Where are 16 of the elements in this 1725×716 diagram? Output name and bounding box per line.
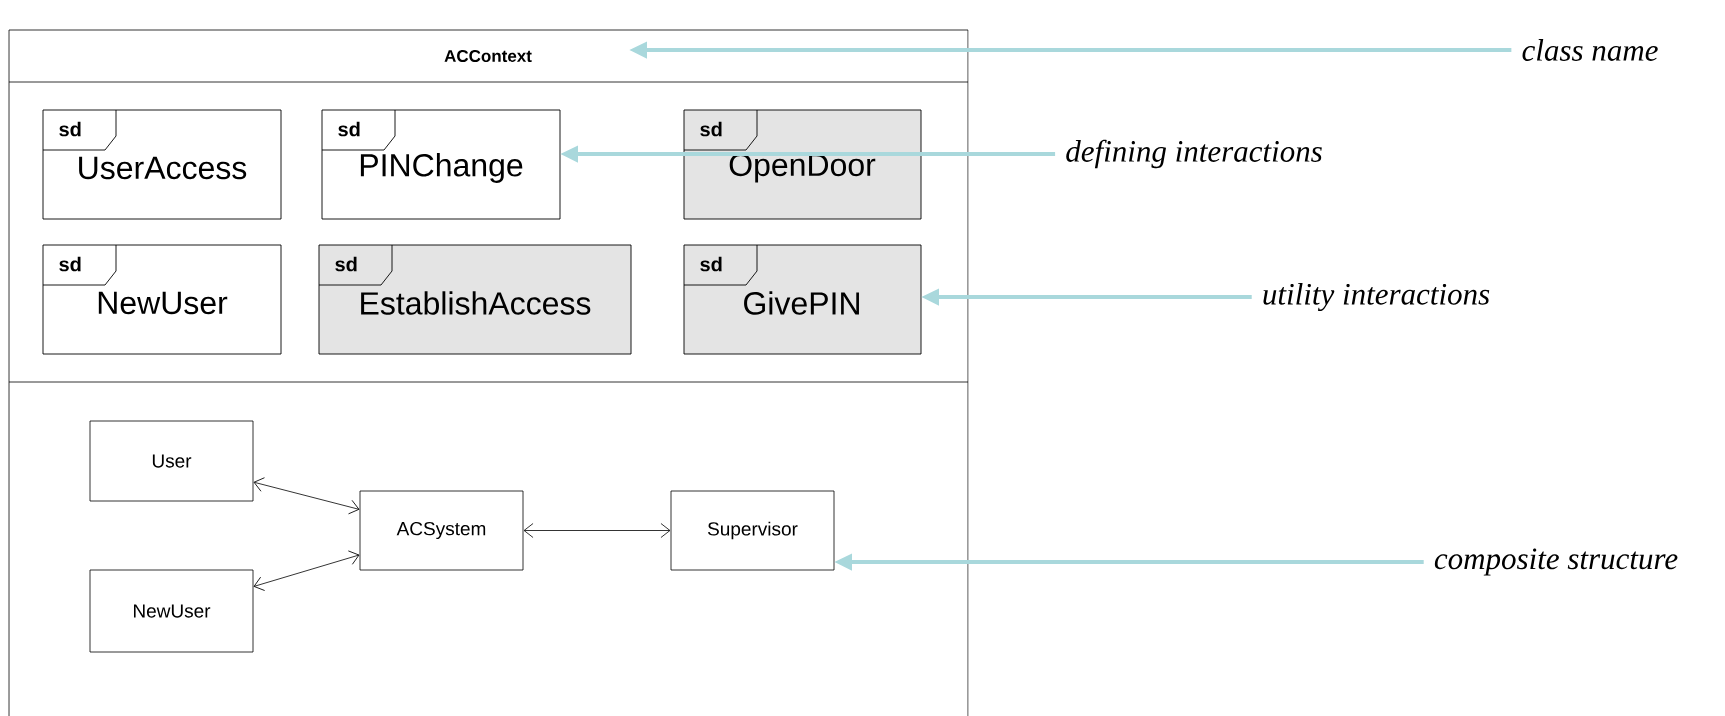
part-box: Supervisor: [670, 490, 835, 571]
part-box: ACSystem: [359, 490, 524, 571]
part-box: NewUser: [89, 569, 254, 653]
arrow: [253, 550, 360, 591]
arrow: [523, 523, 671, 538]
interaction-frame: sd PINChange: [321, 109, 561, 220]
interaction-frame: sd NewUser: [42, 244, 282, 355]
annotation-text: class name: [1522, 39, 1658, 61]
interaction-frame: sd UserAccess: [42, 109, 282, 220]
annotation-text: composite structure: [1434, 548, 1678, 576]
interaction-frame: sd EstablishAccess: [318, 244, 632, 355]
annotation-text: defining interactions: [1066, 139, 1322, 169]
arrow: [253, 477, 360, 515]
interaction-frame: sd GivePIN: [683, 244, 922, 355]
annotation-text: utility interactions: [1263, 282, 1490, 312]
part-box: User: [89, 420, 254, 502]
